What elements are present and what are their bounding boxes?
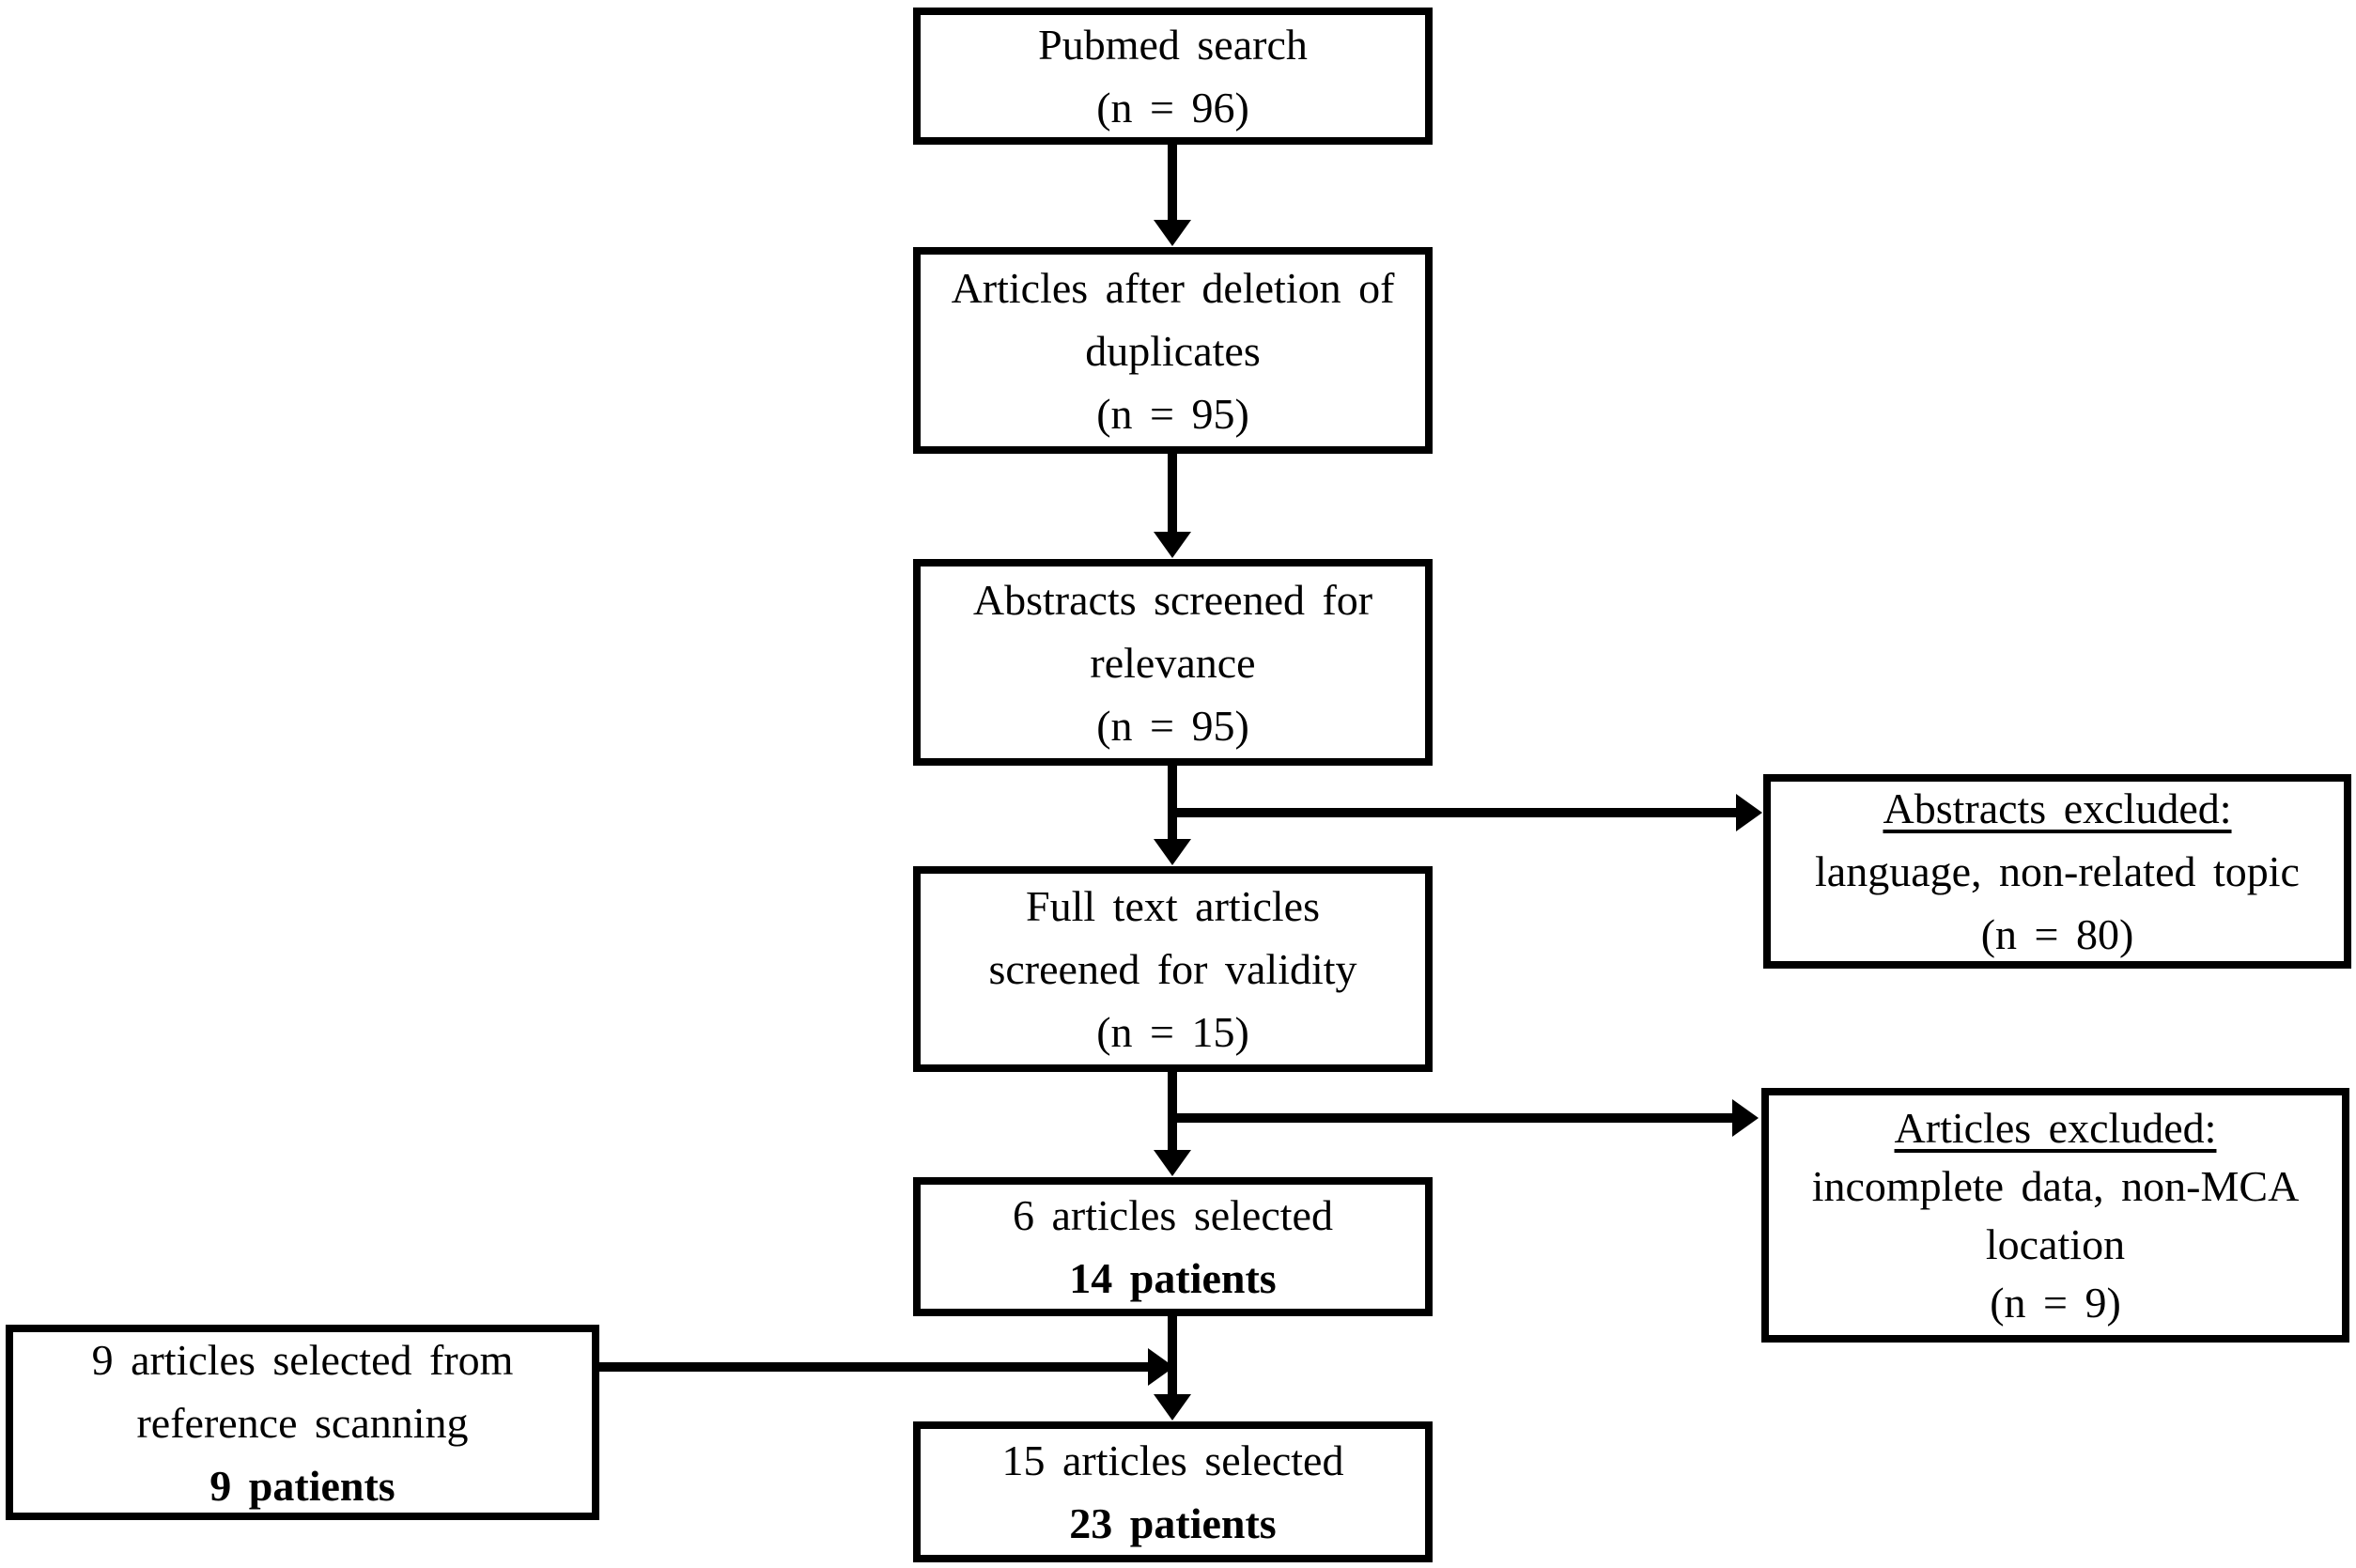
box-line: (n = 95) <box>1096 701 1249 750</box>
box-articles-after-duplicates: Articles after deletion of duplicates (n =… <box>913 247 1433 454</box>
box-line: Full text articles <box>1026 882 1320 930</box>
box-6-articles-selected: 6 articles selected 14 patients <box>913 1177 1433 1316</box>
box-line: 9 articles selected from <box>91 1335 514 1384</box>
box-line: (n = 96) <box>1096 84 1249 132</box>
box-line: language, non-related topic <box>1815 847 2300 895</box>
arrow-fulltext-to-six-head <box>1154 1150 1191 1176</box>
arrow-to-abstracts-excluded-head <box>1736 794 1762 831</box>
box-pubmed-search: Pubmed search (n = 96) <box>913 8 1433 145</box>
box-line: incomplete data, non-MCA <box>1811 1161 2300 1210</box>
box-line: 6 articles selected <box>1013 1191 1333 1239</box>
box-line: Articles excluded: <box>1894 1103 2217 1152</box>
box-line: duplicates <box>1085 326 1261 375</box>
box-line: 23 patients <box>1069 1499 1277 1547</box>
box-line: Abstracts excluded: <box>1883 784 2232 832</box>
box-full-text-screened: Full text articles screened for validity (… <box>913 866 1433 1072</box>
arrow-abstracts-to-fulltext-head <box>1154 839 1191 865</box>
box-reference-scanning: 9 articles selected from reference scanni… <box>6 1325 599 1520</box>
box-line: (n = 80) <box>1980 910 2134 958</box>
box-line: 9 patients <box>209 1461 395 1510</box>
box-line: (n = 9) <box>1990 1278 2121 1327</box>
arrow-to-articles-excluded-head <box>1732 1099 1759 1137</box>
box-line: screened for validity <box>988 945 1357 993</box>
box-line: Articles after deletion of <box>951 263 1395 312</box>
box-line: Abstracts screened for <box>972 575 1373 624</box>
box-line: reference scanning <box>136 1398 469 1447</box>
arrow-pubmed-to-duplicates-head <box>1154 220 1191 246</box>
arrow-duplicates-to-abstracts-head <box>1154 532 1191 558</box>
box-line: (n = 15) <box>1096 1008 1249 1056</box>
box-line: 14 patients <box>1069 1254 1277 1302</box>
arrow-refscan-to-junction-head <box>1148 1348 1174 1386</box>
box-line: relevance <box>1090 638 1256 687</box>
box-abstracts-excluded: Abstracts excluded: language, non-related… <box>1763 774 2351 969</box>
box-abstracts-screened: Abstracts screened for relevance (n = 95) <box>913 559 1433 766</box>
box-line: Pubmed search <box>1038 21 1308 69</box>
box-15-articles-selected: 15 articles selected 23 patients <box>913 1421 1433 1562</box>
box-line: 15 articles selected <box>1001 1436 1344 1484</box>
box-articles-excluded: Articles excluded: incomplete data, non-M… <box>1761 1088 2349 1343</box>
box-line: location <box>1985 1219 2126 1268</box>
box-line: (n = 95) <box>1096 389 1249 438</box>
arrow-six-to-fifteen-head <box>1154 1394 1191 1421</box>
